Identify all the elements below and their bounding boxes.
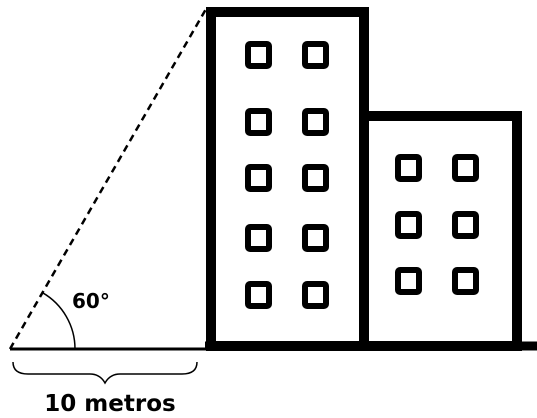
short-building-windows <box>395 154 479 295</box>
window <box>245 108 272 136</box>
window <box>395 154 422 182</box>
window <box>302 224 329 252</box>
short-building <box>359 111 522 351</box>
window <box>452 267 479 295</box>
window <box>395 267 422 295</box>
window <box>302 41 329 69</box>
window <box>245 224 272 252</box>
window <box>245 281 272 309</box>
window <box>245 41 272 69</box>
window <box>395 211 422 239</box>
window <box>302 281 329 309</box>
window <box>452 211 479 239</box>
window <box>302 108 329 136</box>
tall-building-windows <box>245 41 329 309</box>
window <box>302 164 329 192</box>
tall-building <box>206 7 369 351</box>
distance-brace <box>12 361 198 385</box>
window <box>452 154 479 182</box>
distance-label: 10 metros <box>44 391 175 417</box>
angle-label: 60° <box>72 289 110 313</box>
angle-arc <box>42 292 76 350</box>
sight-line <box>8 8 208 350</box>
window <box>245 164 272 192</box>
